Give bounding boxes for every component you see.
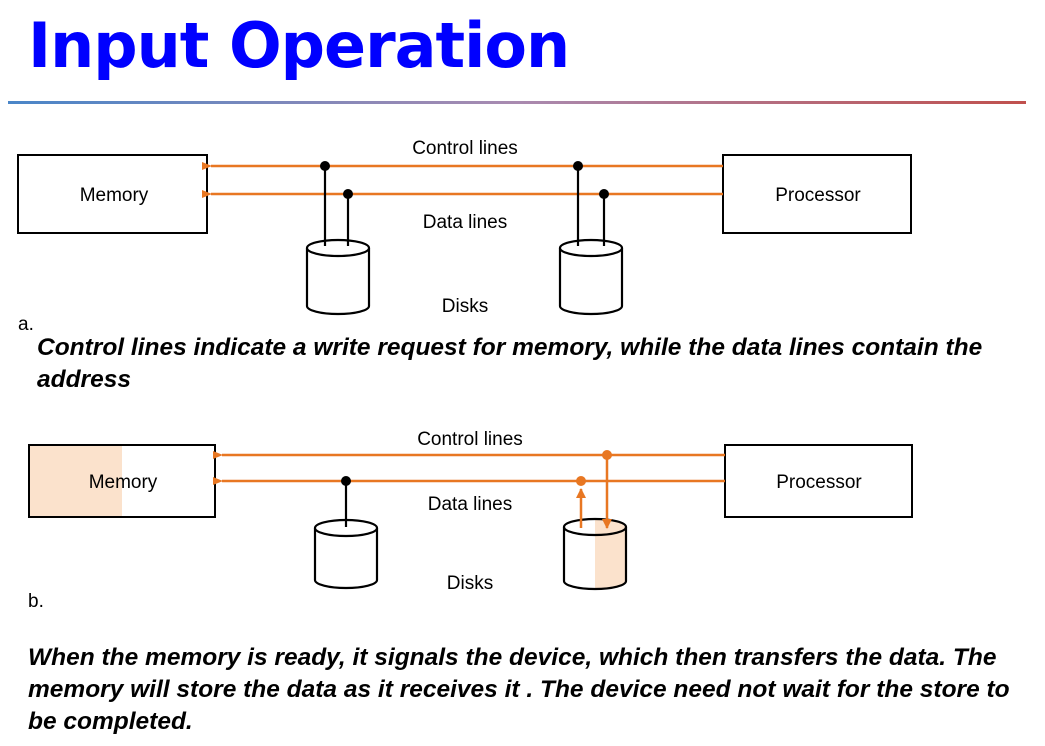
memory-label: Memory — [89, 472, 158, 493]
diagram-a: Memory Processor Control lines Data line… — [17, 138, 912, 335]
disk-icon — [305, 161, 371, 316]
memory-filled-region — [29, 445, 122, 517]
processor-block: Processor — [722, 154, 912, 234]
control-lines-label: Control lines — [417, 429, 523, 450]
disks-label: Disks — [447, 573, 493, 594]
processor-label: Processor — [776, 472, 862, 493]
disk-icon — [562, 517, 628, 591]
diagram-b: Memory Processor Control lines Data line… — [28, 429, 913, 612]
disk-icon — [313, 476, 379, 590]
data-lines-label: Data lines — [428, 494, 513, 515]
caption-a: Control lines indicate a write request f… — [37, 334, 983, 393]
slide-title: Input Operation — [28, 9, 570, 82]
panel-label-b: b. — [28, 591, 44, 612]
disk-icon — [558, 161, 624, 316]
data-lines-label: Data lines — [423, 212, 508, 233]
memory-label: Memory — [80, 185, 149, 206]
processor-label: Processor — [775, 185, 861, 206]
data-tap-dot — [576, 476, 586, 486]
memory-block: Memory — [17, 154, 208, 234]
panel-label-a: a. — [18, 314, 34, 335]
processor-block: Processor — [724, 444, 913, 518]
control-tap-dot — [602, 450, 612, 460]
memory-block: Memory — [28, 444, 216, 518]
disks-label: Disks — [442, 296, 488, 317]
control-lines-label: Control lines — [412, 138, 518, 159]
caption-b: When the memory is ready, it signals the… — [28, 644, 1010, 735]
title-divider — [8, 101, 1026, 104]
